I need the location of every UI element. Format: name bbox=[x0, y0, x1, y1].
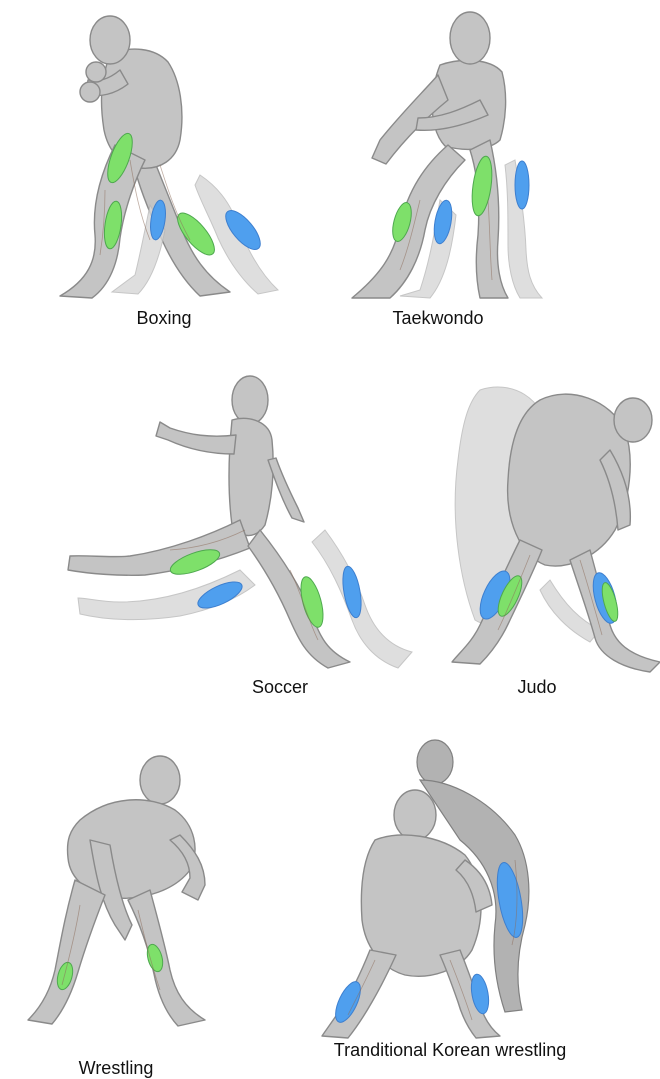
boxing-head bbox=[90, 16, 130, 64]
panel-boxing: Boxing bbox=[0, 0, 330, 330]
label-boxing: Boxing bbox=[136, 308, 191, 329]
panel-soccer: Soccer bbox=[50, 370, 430, 700]
soccer-figure bbox=[50, 370, 430, 670]
taekwondo-head bbox=[450, 12, 490, 64]
boxing-glove-right bbox=[80, 82, 100, 102]
label-korean-wrestling: Tranditional Korean wrestling bbox=[334, 1040, 566, 1061]
korean-wrestling-head-front bbox=[394, 790, 436, 840]
korean-wrestling-figure bbox=[300, 740, 660, 1040]
panel-judo: Judo bbox=[450, 380, 660, 710]
label-judo: Judo bbox=[517, 677, 556, 698]
taekwondo-muscle-blue-2 bbox=[515, 161, 529, 209]
wrestling-head bbox=[140, 756, 180, 804]
taekwondo-figure bbox=[330, 0, 660, 300]
label-soccer: Soccer bbox=[252, 677, 308, 698]
soccer-head bbox=[232, 376, 268, 424]
panel-korean-wrestling: Tranditional Korean wrestling bbox=[300, 740, 660, 1073]
label-taekwondo: Taekwondo bbox=[392, 308, 483, 329]
judo-head bbox=[614, 398, 652, 442]
boxing-figure bbox=[0, 0, 330, 300]
panel-taekwondo: Taekwondo bbox=[330, 0, 660, 330]
label-wrestling: Wrestling bbox=[79, 1058, 154, 1079]
panel-wrestling: Wrestling bbox=[0, 740, 300, 1073]
korean-wrestling-head-back bbox=[417, 740, 453, 784]
judo-figure bbox=[450, 380, 660, 670]
boxing-glove-left bbox=[86, 62, 106, 82]
wrestling-figure bbox=[0, 740, 300, 1040]
